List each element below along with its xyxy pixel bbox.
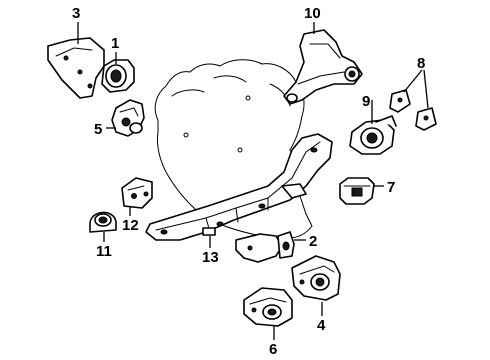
insulator-part-7 xyxy=(339,177,375,205)
mount-part-1 xyxy=(101,59,135,93)
callout-7: 7 xyxy=(387,179,395,196)
callout-numbers: 3 1 5 10 8 9 7 12 11 13 2 4 6 xyxy=(72,5,425,358)
bracket-part-3 xyxy=(47,37,105,99)
bracket-part-8-lower xyxy=(415,107,437,131)
callout-10: 10 xyxy=(304,5,321,22)
callout-6: 6 xyxy=(269,341,277,358)
callout-8: 8 xyxy=(417,55,425,72)
bracket-part-8-upper xyxy=(389,89,411,113)
callout-5: 5 xyxy=(94,121,102,138)
callout-2: 2 xyxy=(309,233,317,250)
mount-part-6 xyxy=(243,287,293,327)
leader-lines xyxy=(77,22,429,340)
bracket-part-5 xyxy=(111,99,145,137)
mount-bracket-part-10 xyxy=(283,29,363,105)
mount-part-4 xyxy=(291,255,341,301)
callout-13: 13 xyxy=(202,249,219,266)
leader-line-8b xyxy=(423,69,429,109)
crossmember xyxy=(145,133,333,241)
rubber-mount-part-11 xyxy=(89,211,117,233)
mount-part-2 xyxy=(235,231,295,263)
callout-12: 12 xyxy=(122,217,139,234)
callout-1: 1 xyxy=(111,35,119,52)
callout-3: 3 xyxy=(72,5,80,22)
bracket-part-12 xyxy=(121,177,153,209)
callout-11: 11 xyxy=(96,243,112,260)
callout-4: 4 xyxy=(317,317,326,334)
callout-9: 9 xyxy=(362,93,370,110)
leader-line-8a xyxy=(403,69,423,93)
mount-part-9 xyxy=(349,115,397,155)
